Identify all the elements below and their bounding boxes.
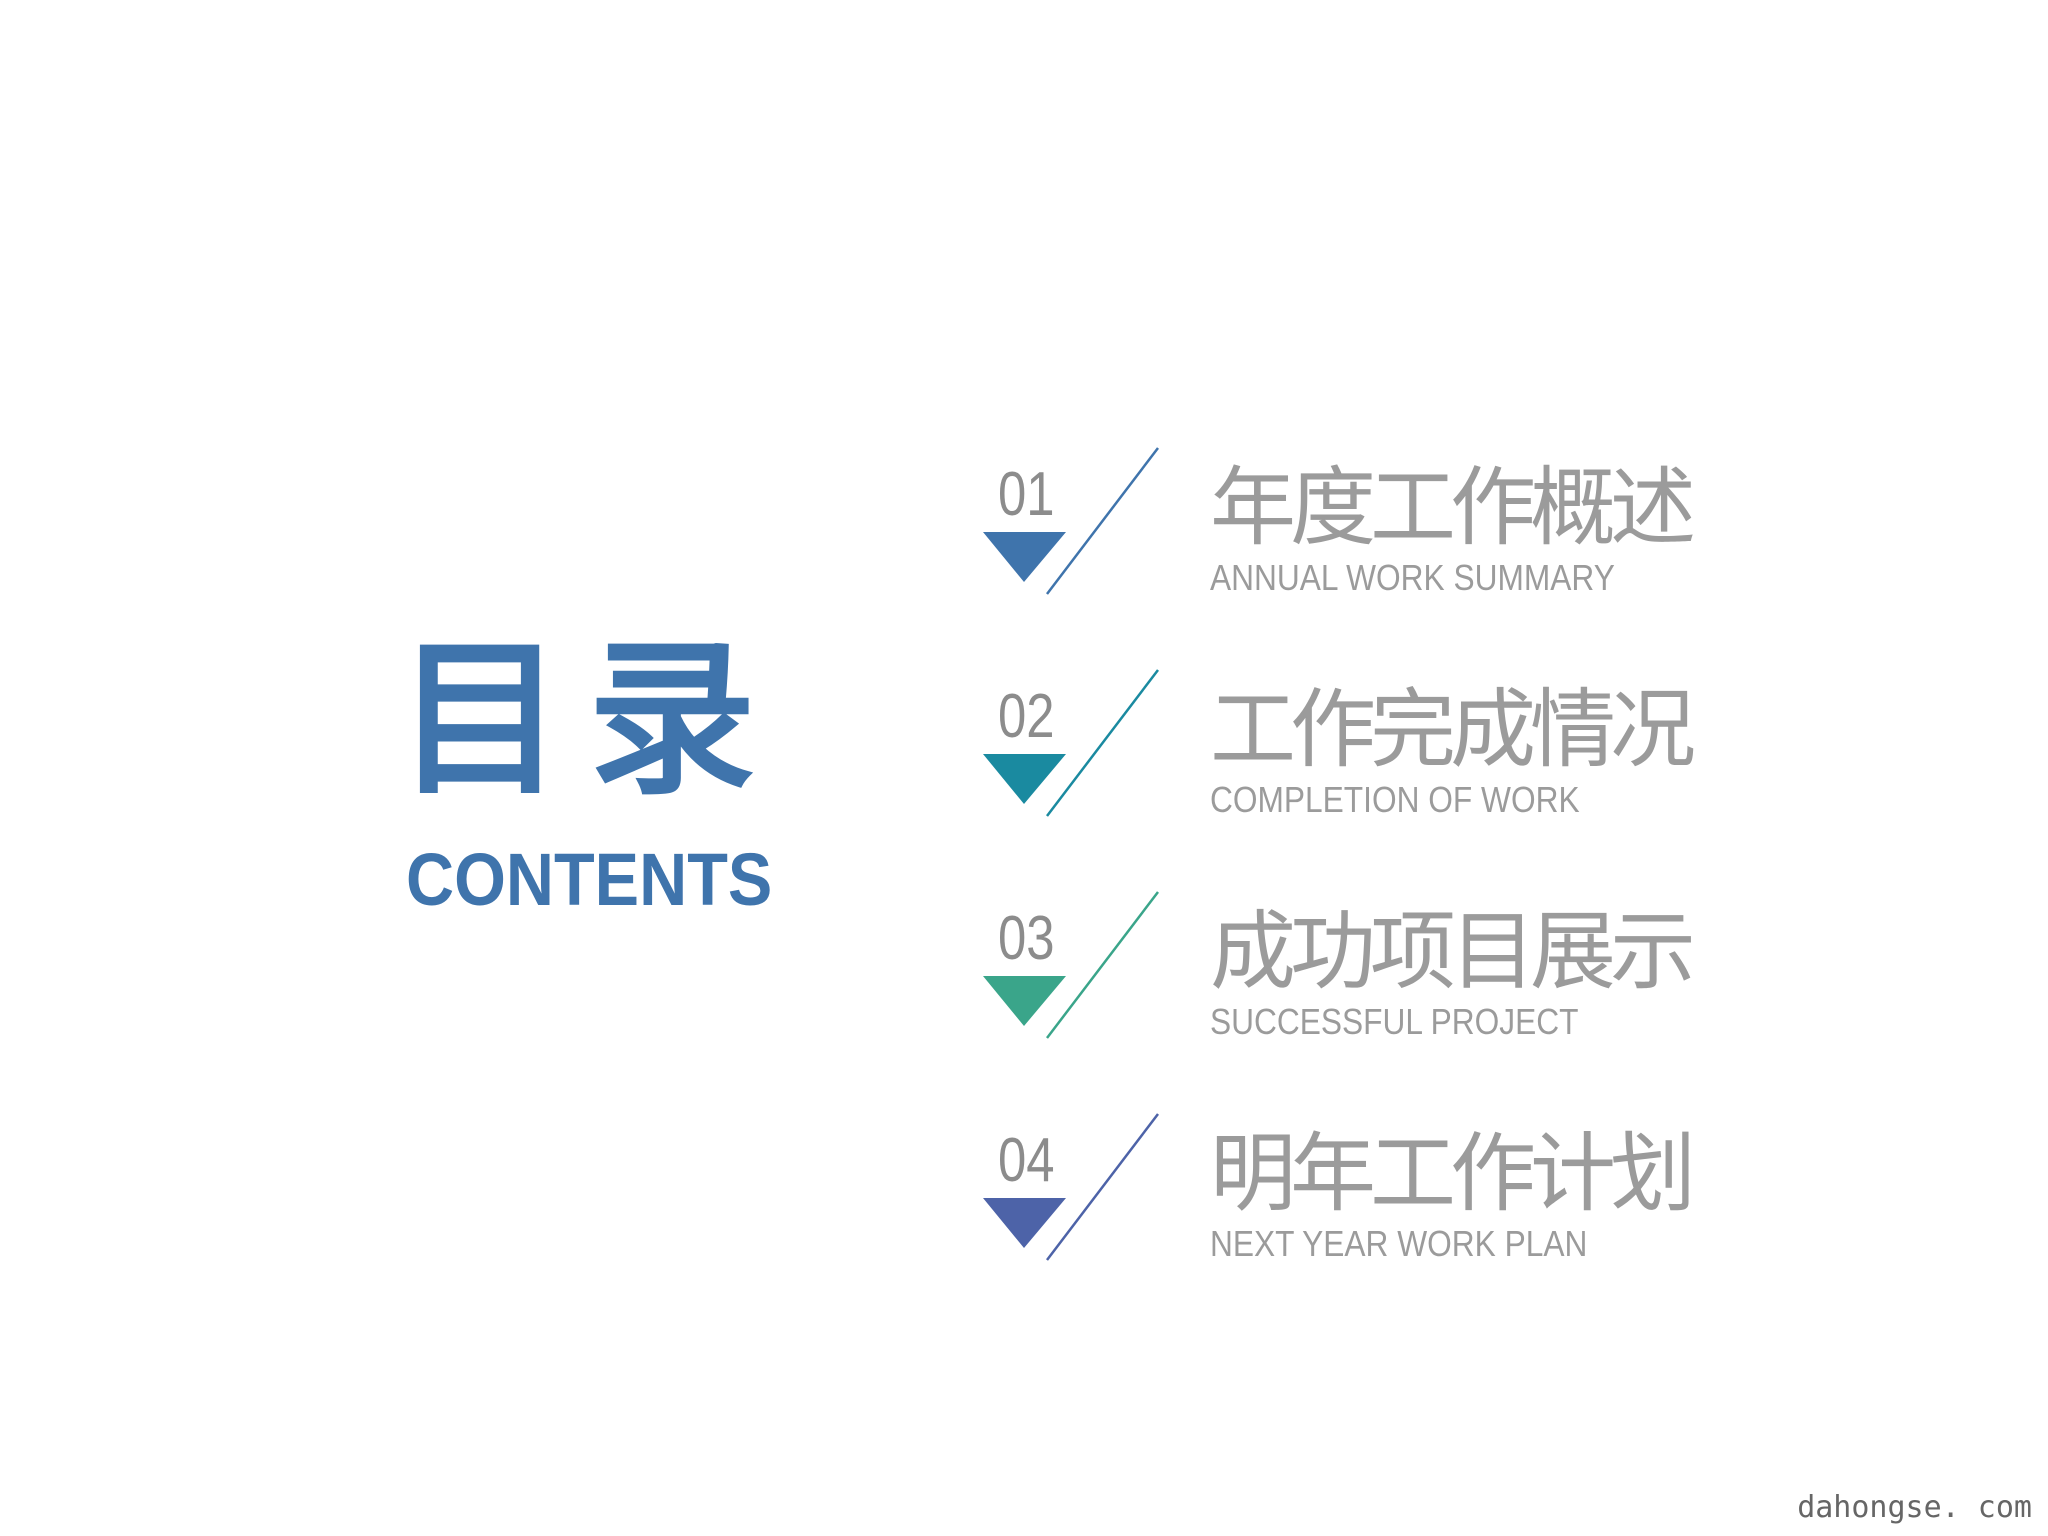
- toc-item-02[interactable]: 02 工作完成情况 COMPLETION OF WORK: [980, 669, 1696, 830]
- toc-title: 工作完成情况: [1210, 680, 1696, 780]
- triangle-check-icon: [983, 891, 1159, 1039]
- watermark-text: dahongse. com: [1797, 1490, 2032, 1525]
- toc-item-04[interactable]: 04 明年工作计划 NEXT YEAR WORK PLAN: [980, 1113, 1696, 1274]
- toc-triangle: [983, 532, 1066, 582]
- toc-slash: [1046, 1113, 1159, 1261]
- toc-number: 02: [998, 682, 1055, 751]
- toc-slash: [1046, 669, 1159, 817]
- toc-number: 04: [998, 1126, 1055, 1195]
- toc-subtitle: SUCCESSFUL PROJECT: [1210, 1001, 1579, 1042]
- contents-title-chinese: 目 录: [396, 630, 756, 810]
- triangle-check-icon: [983, 1113, 1159, 1261]
- toc-title: 明年工作计划: [1210, 1124, 1696, 1224]
- toc-title: 成功项目展示: [1210, 902, 1696, 1002]
- toc-slash: [1046, 891, 1159, 1039]
- toc-triangle: [983, 754, 1066, 804]
- toc-subtitle: COMPLETION OF WORK: [1210, 779, 1580, 820]
- toc-item-01[interactable]: 01 年度工作概述 ANNUAL WORK SUMMARY: [980, 447, 1696, 608]
- toc-subtitle: ANNUAL WORK SUMMARY: [1210, 557, 1615, 598]
- contents-title-english: CONTENTS: [406, 838, 773, 921]
- title-char-lu: 录: [588, 622, 756, 818]
- title-char-mu: 目: [396, 622, 564, 818]
- toc-number: 01: [998, 460, 1055, 529]
- toc-title: 年度工作概述: [1210, 458, 1696, 558]
- toc-triangle: [983, 976, 1066, 1026]
- triangle-check-icon: [983, 669, 1159, 817]
- toc-item-03[interactable]: 03 成功项目展示 SUCCESSFUL PROJECT: [980, 891, 1696, 1052]
- toc-number: 03: [998, 904, 1055, 973]
- toc-subtitle: NEXT YEAR WORK PLAN: [1210, 1223, 1588, 1264]
- toc-triangle: [983, 1198, 1066, 1248]
- toc-slash: [1046, 447, 1159, 595]
- triangle-check-icon: [983, 447, 1159, 595]
